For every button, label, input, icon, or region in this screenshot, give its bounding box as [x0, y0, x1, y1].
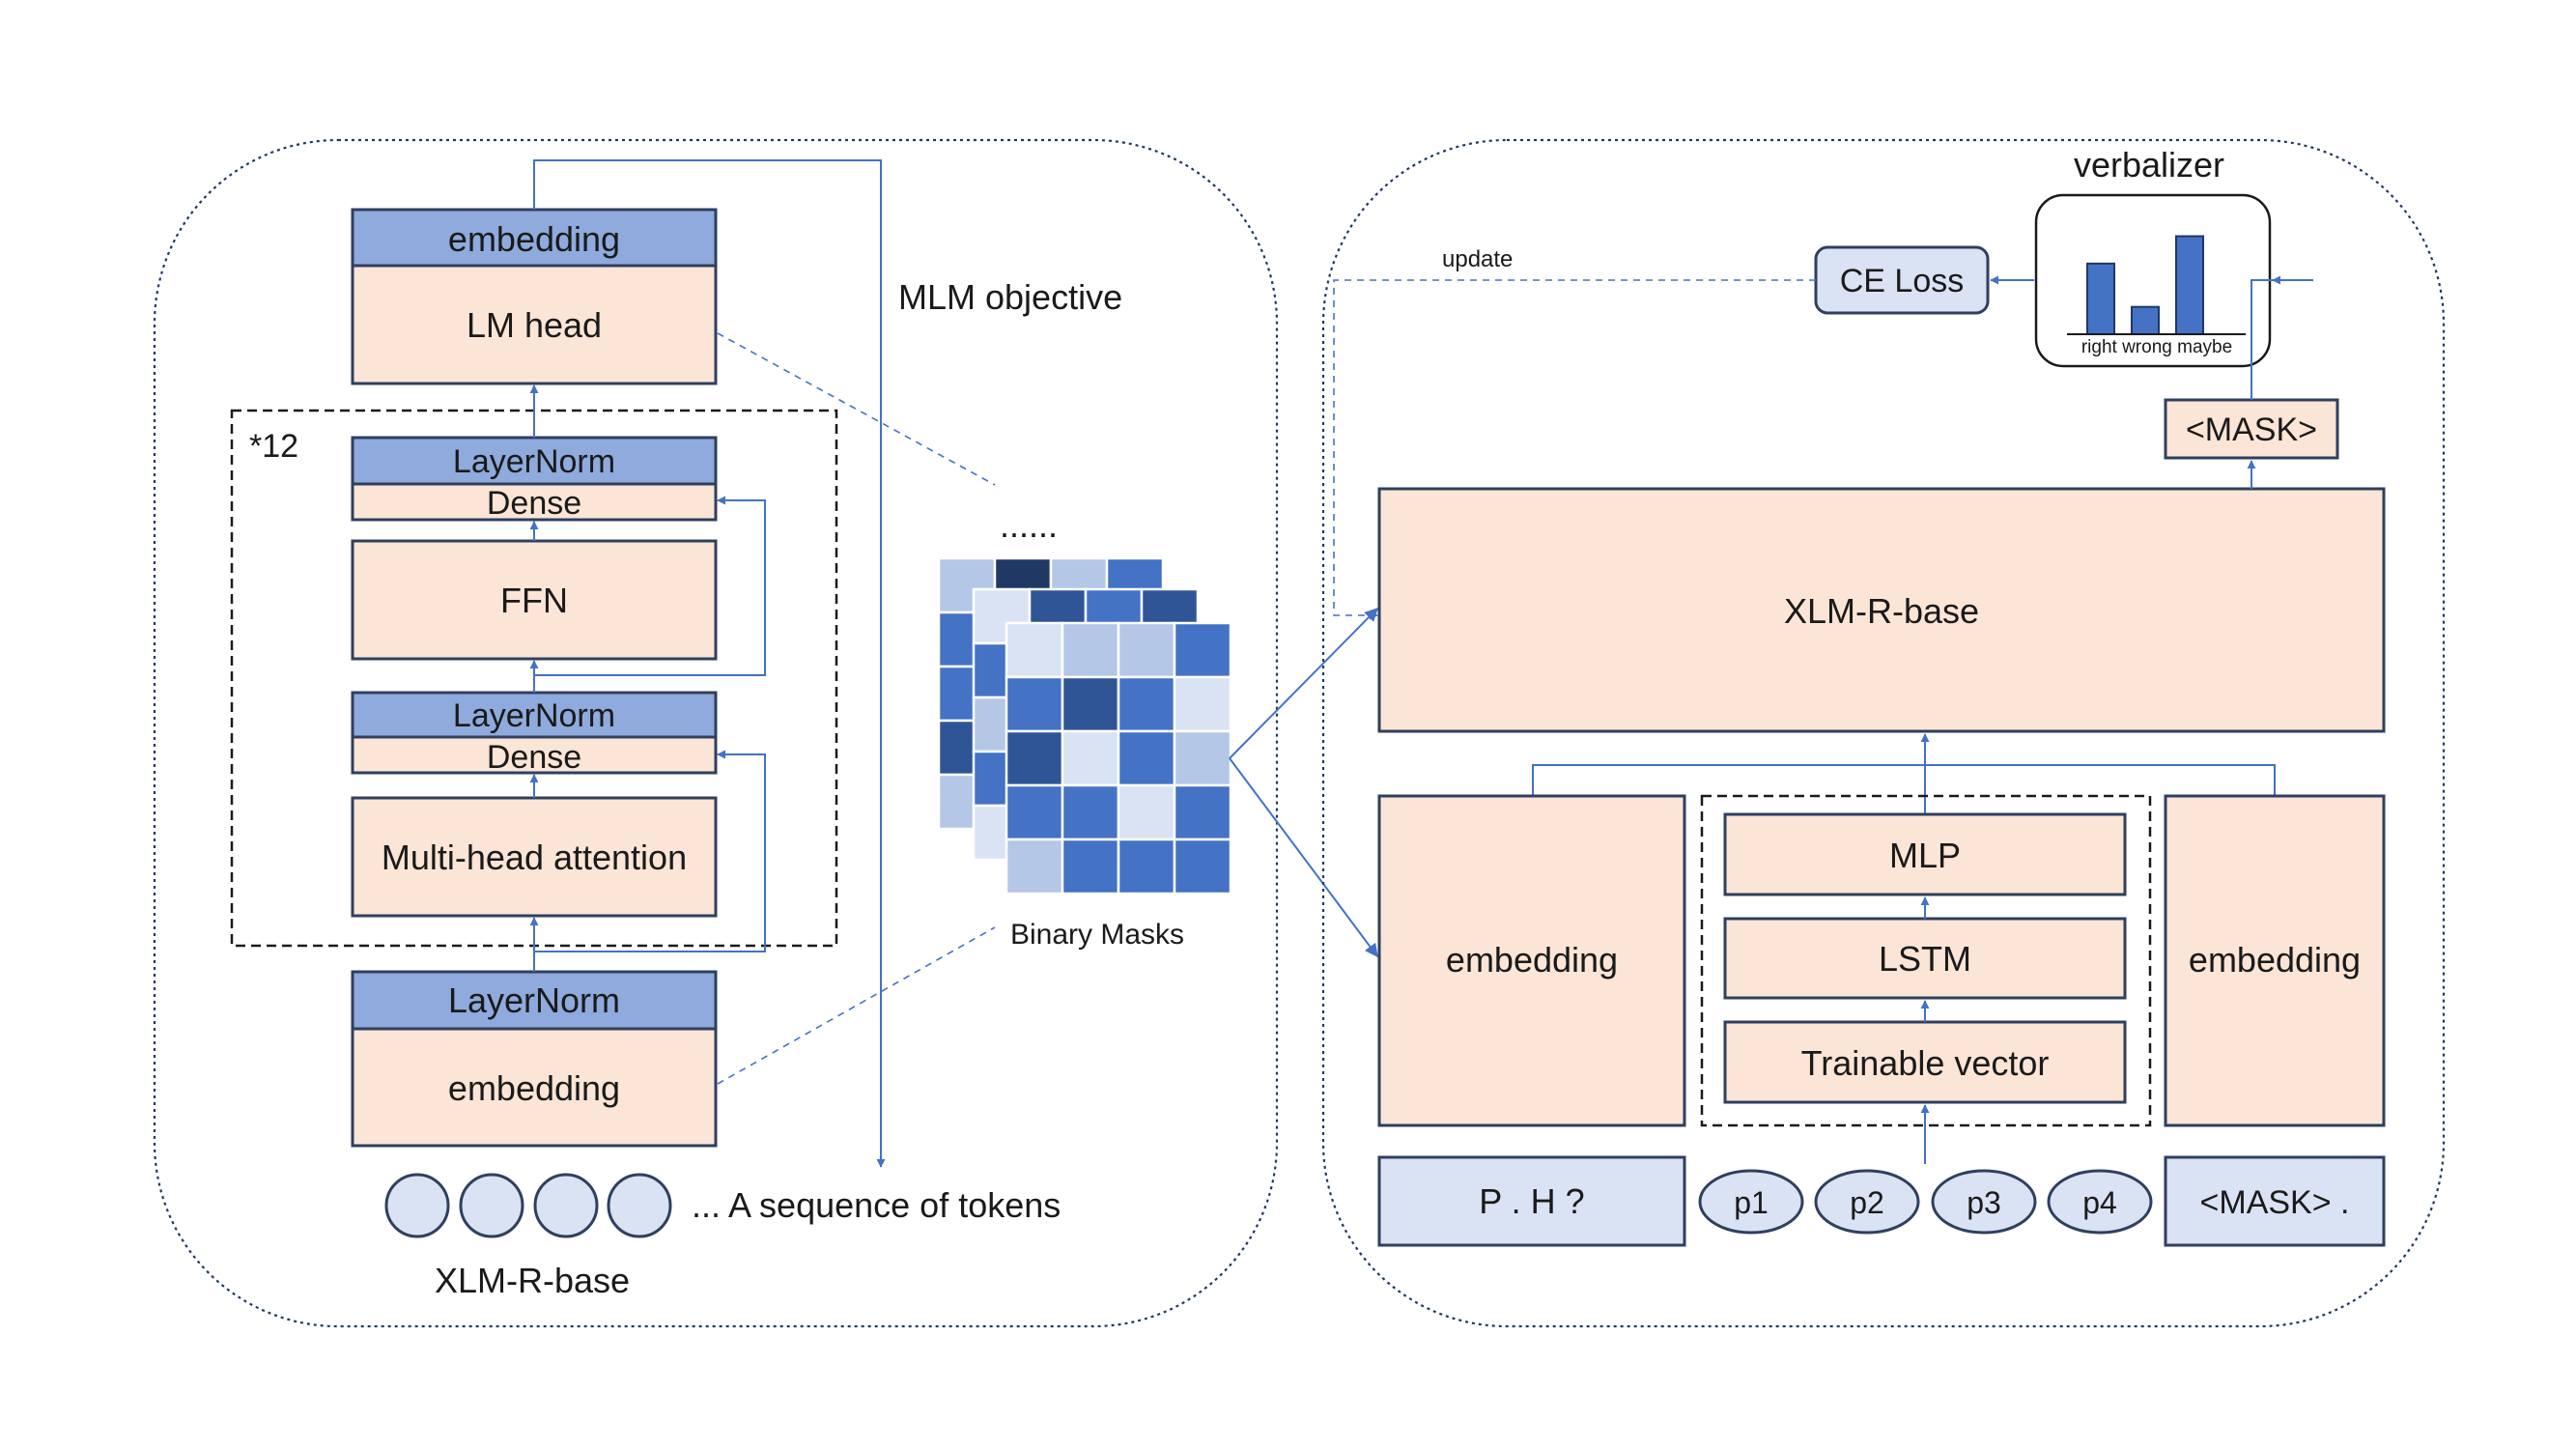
dense-top-box	[351, 482, 718, 522]
prompt-token-p2	[1814, 1169, 1920, 1235]
mask-output-box	[2164, 398, 2339, 460]
arrow-masks-to-embedding	[1229, 757, 1378, 958]
mask-cell	[1173, 729, 1232, 787]
trainable-vector-box	[1723, 1020, 2127, 1104]
mask-cell	[1117, 729, 1176, 787]
mask-ellipsis: ......	[1000, 505, 1058, 545]
mask-cell	[1117, 621, 1176, 679]
ffn-box	[351, 539, 718, 661]
prompt-token-p1-label: p1	[1734, 1185, 1769, 1220]
mask-cell	[1061, 729, 1120, 787]
mlp-box	[1723, 812, 2127, 896]
mask-cell	[1061, 675, 1120, 733]
dense-top-label: Dense	[487, 485, 581, 522]
embedding-right-box	[2164, 794, 2386, 1127]
prompt-encoder-group	[1700, 794, 2152, 1127]
update-label: update	[1442, 246, 1513, 272]
dense-mid-box	[351, 735, 718, 775]
xlmr-box	[1377, 487, 2386, 733]
verbalizer-bar	[2131, 305, 2160, 335]
premise-input-label: P . H ?	[1479, 1181, 1584, 1221]
ffn-label: FFN	[500, 581, 568, 620]
mask-cell	[1173, 621, 1232, 679]
prompt-token-p3	[1931, 1169, 2037, 1235]
mask-output-label: <MASK>	[2186, 412, 2317, 448]
residual-ffn-arrow	[534, 496, 766, 676]
verbalizer-title: verbalizer	[2074, 145, 2224, 185]
attention-label: Multi-head attention	[382, 838, 687, 877]
prompt-token-p2-label: p2	[1850, 1185, 1884, 1220]
input-embedding-box	[351, 1027, 718, 1148]
mask-input-box	[2164, 1155, 2386, 1247]
left-panel-caption: XLM-R-base	[435, 1261, 630, 1300]
layernorm-bottom-box	[351, 970, 718, 1031]
dense-mid-label: Dense	[487, 739, 581, 776]
mask-cell	[1061, 838, 1120, 895]
embedding-left-box	[1377, 794, 1686, 1127]
prompt-token-p3-label: p3	[1967, 1185, 2001, 1220]
prompt-token-p4-label: p4	[2082, 1185, 2117, 1220]
mask-cell	[1117, 783, 1176, 841]
token-circle	[533, 1173, 599, 1238]
mlm-objective-label: MLM objective	[898, 277, 1122, 317]
mask-cell	[1173, 675, 1232, 733]
mask-cell	[1005, 729, 1064, 787]
premise-input-box	[1377, 1155, 1686, 1247]
prompt-token-p1	[1698, 1169, 1804, 1235]
layernorm-top-label: LayerNorm	[453, 443, 615, 480]
binary-masks-label: Binary Masks	[1010, 919, 1184, 951]
verbalizer-bar	[2175, 235, 2204, 336]
arrow-masks-to-xlmr	[1229, 608, 1378, 759]
token-circle	[459, 1173, 524, 1238]
connector-embeddings-to-xlmr	[1532, 764, 2276, 796]
lstm-label: LSTM	[1879, 939, 1971, 979]
trainable-vector-label: Trainable vector	[1801, 1043, 2050, 1083]
projection-line-bottom	[717, 926, 996, 1085]
mask-cell	[1173, 783, 1232, 841]
mask-cell	[1117, 675, 1176, 733]
right-panel-border	[1321, 138, 2446, 1328]
token-sequence-label: ... A sequence of tokens	[692, 1185, 1061, 1225]
token-circle	[607, 1173, 672, 1238]
mask-cell	[1005, 783, 1064, 841]
repeat-count-label: *12	[249, 428, 298, 465]
mask-cell	[1117, 838, 1176, 895]
mask-cell	[1005, 621, 1064, 679]
mlp-label: MLP	[1889, 836, 1961, 875]
lm-head-label: LM head	[467, 305, 602, 345]
mask-cell	[1061, 783, 1120, 841]
embedding-right-label: embedding	[2189, 940, 2361, 980]
verbalizer-bar-chart	[2086, 235, 2204, 336]
lm-head-box	[351, 264, 718, 385]
verbalizer-words: right wrong maybe	[2081, 337, 2232, 357]
mlm-objective-arrow	[533, 159, 886, 1168]
layernorm-mid-box	[351, 691, 718, 739]
layernorm-bottom-label: LayerNorm	[448, 980, 620, 1020]
mask-cell	[1005, 675, 1064, 733]
binary-mask-stack	[937, 556, 1232, 895]
update-arrow	[1333, 279, 1816, 620]
input-embedding-label: embedding	[448, 1068, 620, 1108]
mask-cell	[1173, 838, 1232, 895]
embedding-left-label: embedding	[1446, 940, 1618, 980]
verbalizer-bar	[2086, 262, 2115, 335]
attention-box	[351, 796, 718, 918]
mask-cell	[1005, 838, 1064, 895]
projection-line-top	[717, 332, 996, 486]
layernorm-mid-label: LayerNorm	[453, 697, 615, 734]
mask-input-label: <MASK> .	[2200, 1184, 2350, 1221]
residual-attention-arrow	[534, 750, 766, 952]
ce-loss-label: CE Loss	[1840, 263, 1965, 299]
xlmr-label: XLM-R-base	[1784, 591, 1979, 631]
lm-head-embedding-box	[351, 208, 718, 268]
lm-head-embedding-label: embedding	[448, 219, 620, 259]
token-circle	[384, 1173, 450, 1238]
prompt-token-p4	[2047, 1169, 2153, 1235]
lstm-box	[1723, 917, 2127, 1000]
mask-cell	[1061, 621, 1120, 679]
